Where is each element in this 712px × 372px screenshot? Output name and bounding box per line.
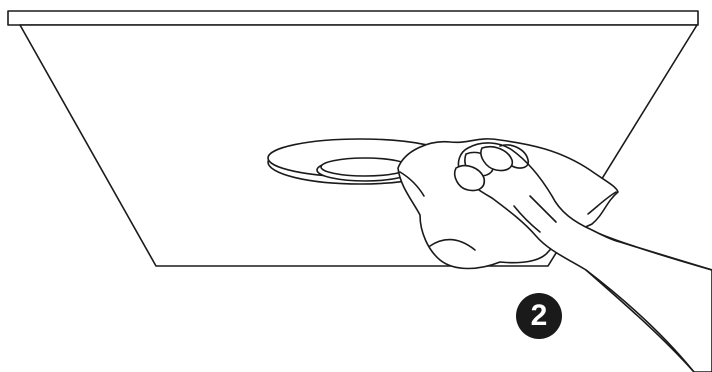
cloth-fold bbox=[429, 238, 476, 251]
hand-with-cloth-icon bbox=[453, 142, 712, 372]
step-number-badge: 2 bbox=[516, 293, 562, 339]
ceiling-edge bbox=[7, 10, 699, 26]
step-number: 2 bbox=[530, 299, 548, 332]
cloth-fold bbox=[399, 171, 425, 197]
cloth-fold bbox=[587, 191, 617, 215]
